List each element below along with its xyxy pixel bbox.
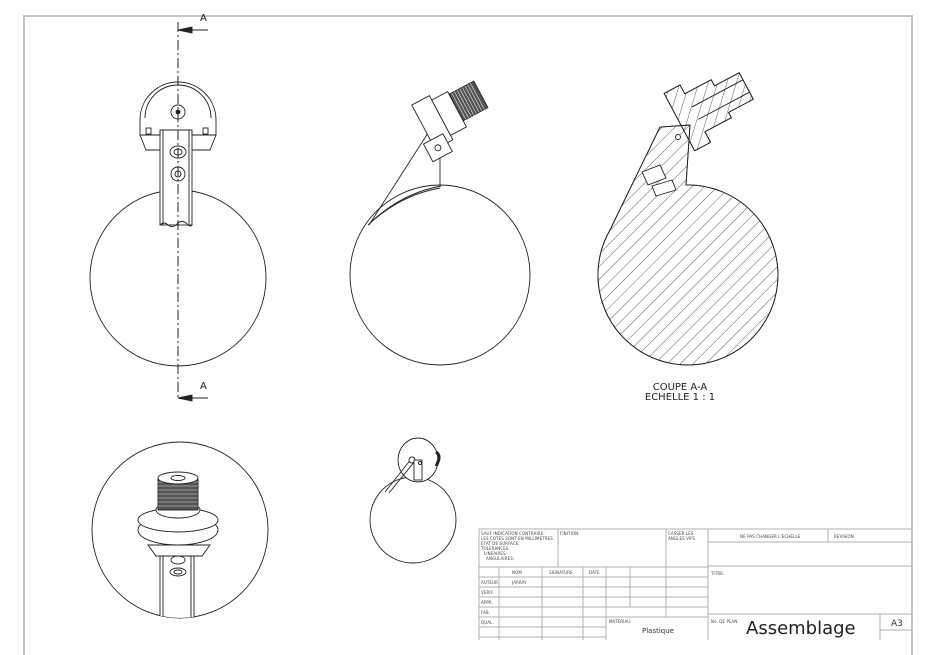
detail-view [91,441,269,619]
row-role-auteur: AUTEUR [481,580,498,585]
drawing-canvas [89,22,913,640]
scale-warning: NE PAS CHANGER L'ECHELLE [740,534,801,539]
row-role-verif: VERIF. [481,590,494,595]
section-caption: COUPE A-A ECHELLE 1 : 1 [620,383,740,403]
note-line-5: LINEAIRES: [484,551,508,556]
note-line-1: SAUF INDICATION CONTRAIRE: [481,531,545,536]
note-line-2: LES COTES SONT EN MILLIMETRES [481,536,553,541]
row-nom-auteur: JARRAY [512,580,527,585]
section-marker-top: A [200,13,207,24]
section-title: COUPE A-A [652,382,708,393]
finition-label: FINITION: [560,531,580,536]
col-nom: NOM [512,570,522,575]
row-role-appr: APPR. [481,600,493,605]
titre-label: TITRE: [711,571,725,576]
section-scale: ECHELLE 1 : 1 [644,392,716,403]
casser-label-1: CASSER LES [668,531,694,536]
row-role-qual: QUAL. [481,620,494,625]
front-view [89,22,267,402]
materiau-value: Plastique [642,627,674,635]
sheet-border [23,15,913,655]
col-date: DATE [589,570,600,575]
casser-label-2: ANGLES VIFS [668,536,696,541]
no-plan-label: No. DE PLAN [711,619,738,624]
note-line-4: TOLERANCES: [481,546,511,551]
sheet-format: A3 [891,619,903,629]
side-view [349,80,531,366]
row-role-fab: FAB. [481,610,491,615]
drawing-number: Assemblage [746,618,856,639]
col-signature: SIGNATURE [549,570,573,575]
drawing-sheet: A A COUPE A-A ECHELLE 1 : 1 SAUF INDICAT… [23,13,913,655]
isometric-view [369,437,457,564]
materiau-label: MATERIAU: [609,619,632,624]
revision-label: REVISION [834,534,854,539]
note-line-3: ETAT DE SURFACE: [481,541,520,546]
note-line-6: ANGULAIRES: [486,556,515,561]
title-block-grid [478,528,913,640]
section-marker-bottom: A [200,381,207,392]
section-view-a-a [597,72,779,366]
